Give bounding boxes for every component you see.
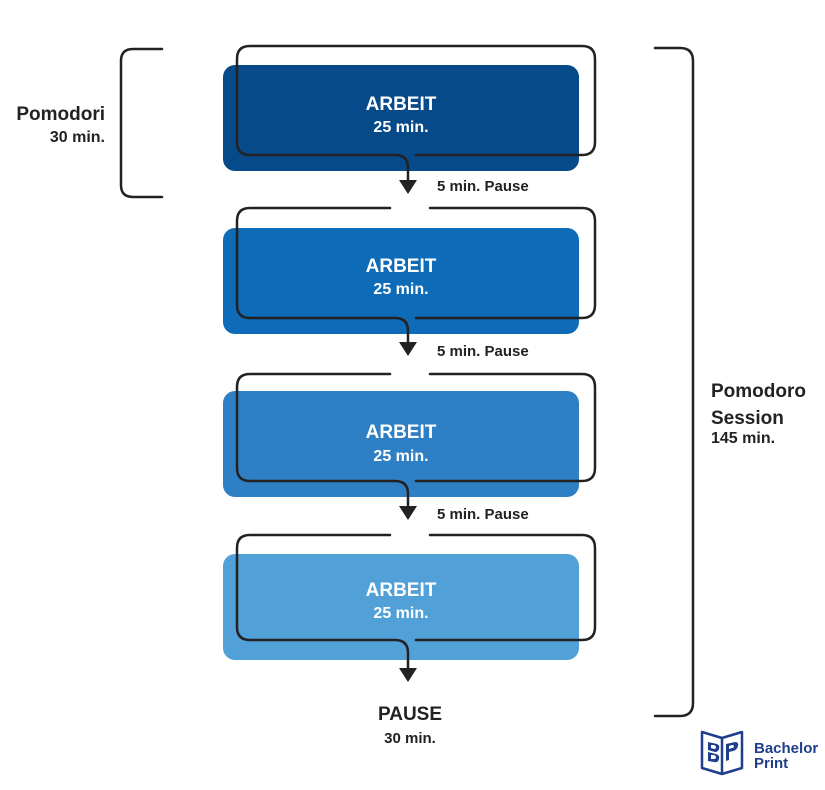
pomodori-duration: 30 min. [49,129,105,146]
block-2-label: ARBEIT [365,256,437,277]
arrowhead-4 [399,668,417,682]
arrowhead-2 [399,342,417,356]
pomodori-label: Pomodori [16,104,105,125]
loop-3-right [414,372,597,483]
work-block-1 [223,65,579,171]
final-break-duration: 30 min. [384,730,436,747]
logo-text-print: Print [754,755,789,772]
block-3-label: ARBEIT [365,422,437,443]
work-block-4 [223,554,579,660]
work-block-2 [223,228,579,334]
block-4-label: ARBEIT [365,580,437,601]
session-bracket [653,46,695,718]
pomodori-bracket [119,47,164,199]
arrowhead-1 [399,180,417,194]
break-label-1: 5 min. Pause [437,178,529,195]
break-label-3: 5 min. Pause [437,506,529,523]
session-label: Pomodoro Session [711,381,806,429]
loop-4-right [414,533,597,642]
block-1-duration: 25 min. [373,119,429,136]
block-2-duration: 25 min. [373,281,429,298]
break-label-2: 5 min. Pause [437,343,529,360]
final-break-label: PAUSE [377,704,443,725]
loop-1 [235,44,597,170]
loop-2 [235,206,410,350]
block-3-duration: 25 min. [373,448,429,465]
block-4-duration: 25 min. [373,605,429,622]
loop-2-right [414,206,597,320]
block-1-label: ARBEIT [365,94,437,115]
bp-book-icon [700,730,744,776]
arrowhead-3 [399,506,417,520]
logo-text-bachelor: Bachelor [754,740,819,757]
session-duration: 145 min. [711,430,776,447]
loop-3 [235,372,410,514]
loop-4 [235,533,410,674]
work-block-3 [223,391,579,497]
